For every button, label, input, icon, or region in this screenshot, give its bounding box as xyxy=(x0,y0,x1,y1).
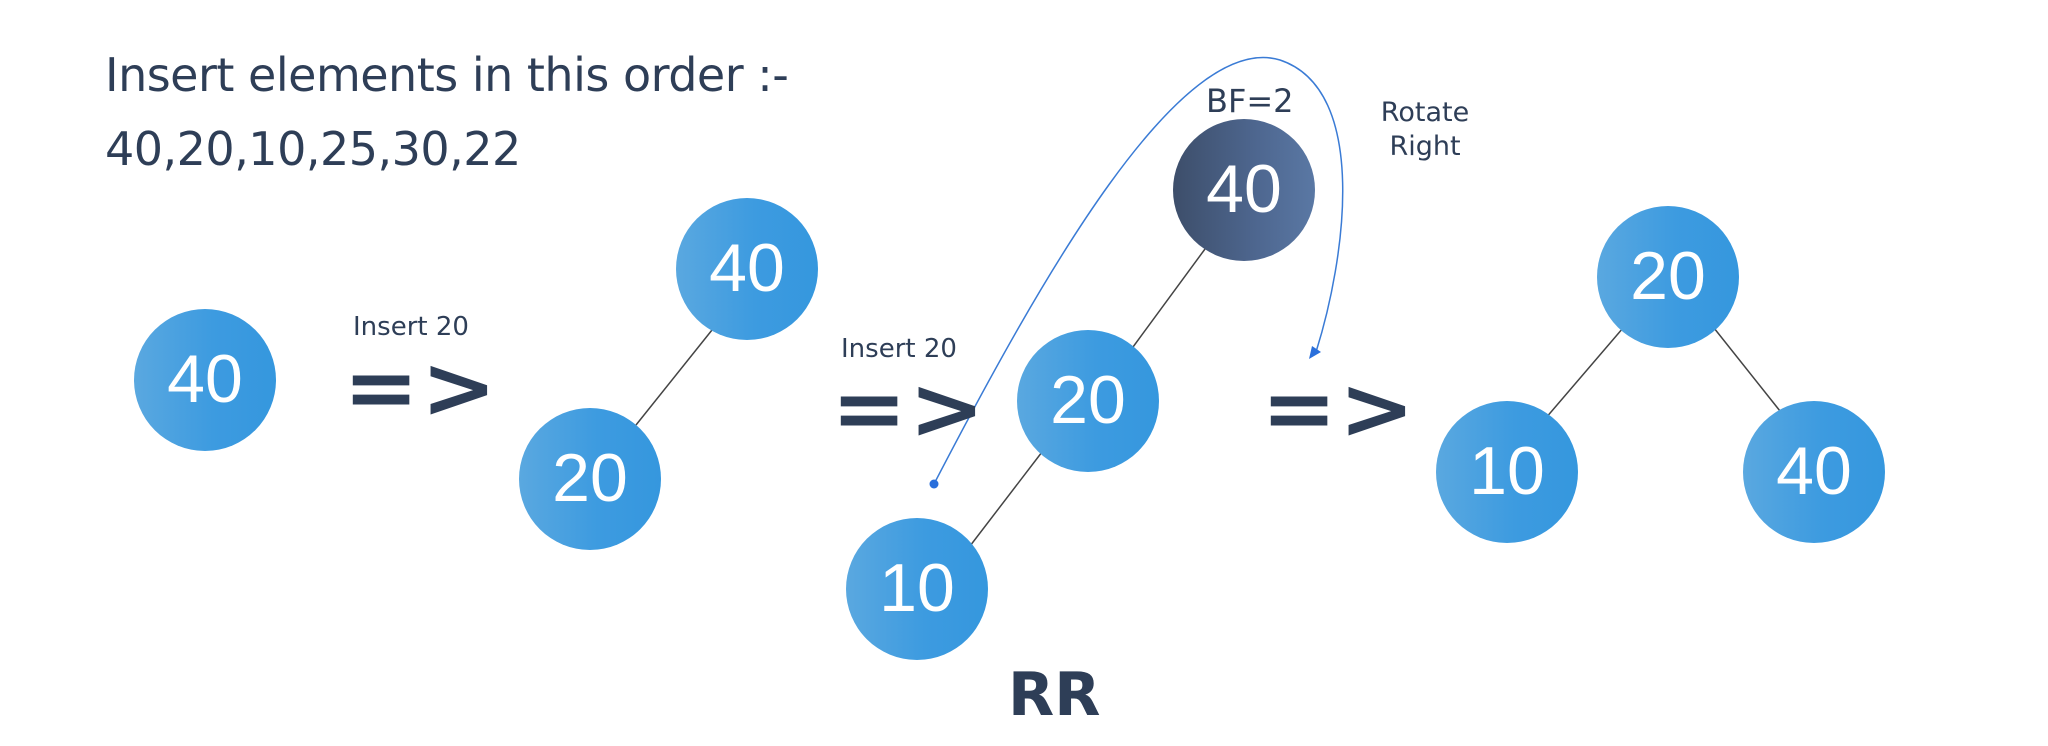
balance-factor-label: BF=2 xyxy=(1206,82,1294,120)
node-value: 40 xyxy=(1206,151,1282,227)
step1-arrow-icon: => xyxy=(343,338,499,438)
node-step2-root: 40 xyxy=(676,198,818,340)
edge-step3-40-20 xyxy=(1132,248,1206,348)
node-value: 20 xyxy=(1050,362,1126,438)
node-step1-root: 40 xyxy=(134,309,276,451)
title-line-2: 40,20,10,25,30,22 xyxy=(105,122,521,176)
step1-label: Insert 20 xyxy=(353,312,469,342)
step2-arrow-icon: => xyxy=(831,359,987,459)
node-value: 40 xyxy=(167,341,243,417)
edge-step4-20-10 xyxy=(1544,327,1624,420)
edge-step2-40-20 xyxy=(635,329,713,426)
node-value: 10 xyxy=(879,550,955,626)
rotate-label-line2: Right xyxy=(1389,131,1461,162)
step3-arrow-icon: => xyxy=(1261,359,1417,459)
node-step3-left-left: 10 xyxy=(846,518,988,660)
node-value: 10 xyxy=(1469,433,1545,509)
rotation-curve-start-dot xyxy=(929,479,939,489)
node-step3-left: 20 xyxy=(1017,330,1159,472)
node-value: 20 xyxy=(1630,238,1706,314)
node-value: 40 xyxy=(709,230,785,306)
node-value: 20 xyxy=(552,440,628,516)
edge-step4-20-40 xyxy=(1713,327,1781,412)
node-step4-left: 10 xyxy=(1436,401,1578,543)
node-step4-root: 20 xyxy=(1597,206,1739,348)
title-line-1: Insert elements in this order :- xyxy=(105,48,789,102)
node-value: 40 xyxy=(1776,433,1852,509)
step2-label: Insert 20 xyxy=(841,334,957,364)
rotate-right-label: Rotate Right xyxy=(1380,96,1470,164)
node-step3-root-unbalanced: 40 xyxy=(1173,119,1315,261)
case-label-rr: RR xyxy=(1008,660,1101,730)
rotate-label-line1: Rotate xyxy=(1380,97,1470,128)
node-step2-left: 20 xyxy=(519,408,661,550)
rotation-arrowhead-icon xyxy=(1309,346,1321,359)
node-step4-right: 40 xyxy=(1743,401,1885,543)
edge-step3-20-10 xyxy=(969,451,1043,547)
